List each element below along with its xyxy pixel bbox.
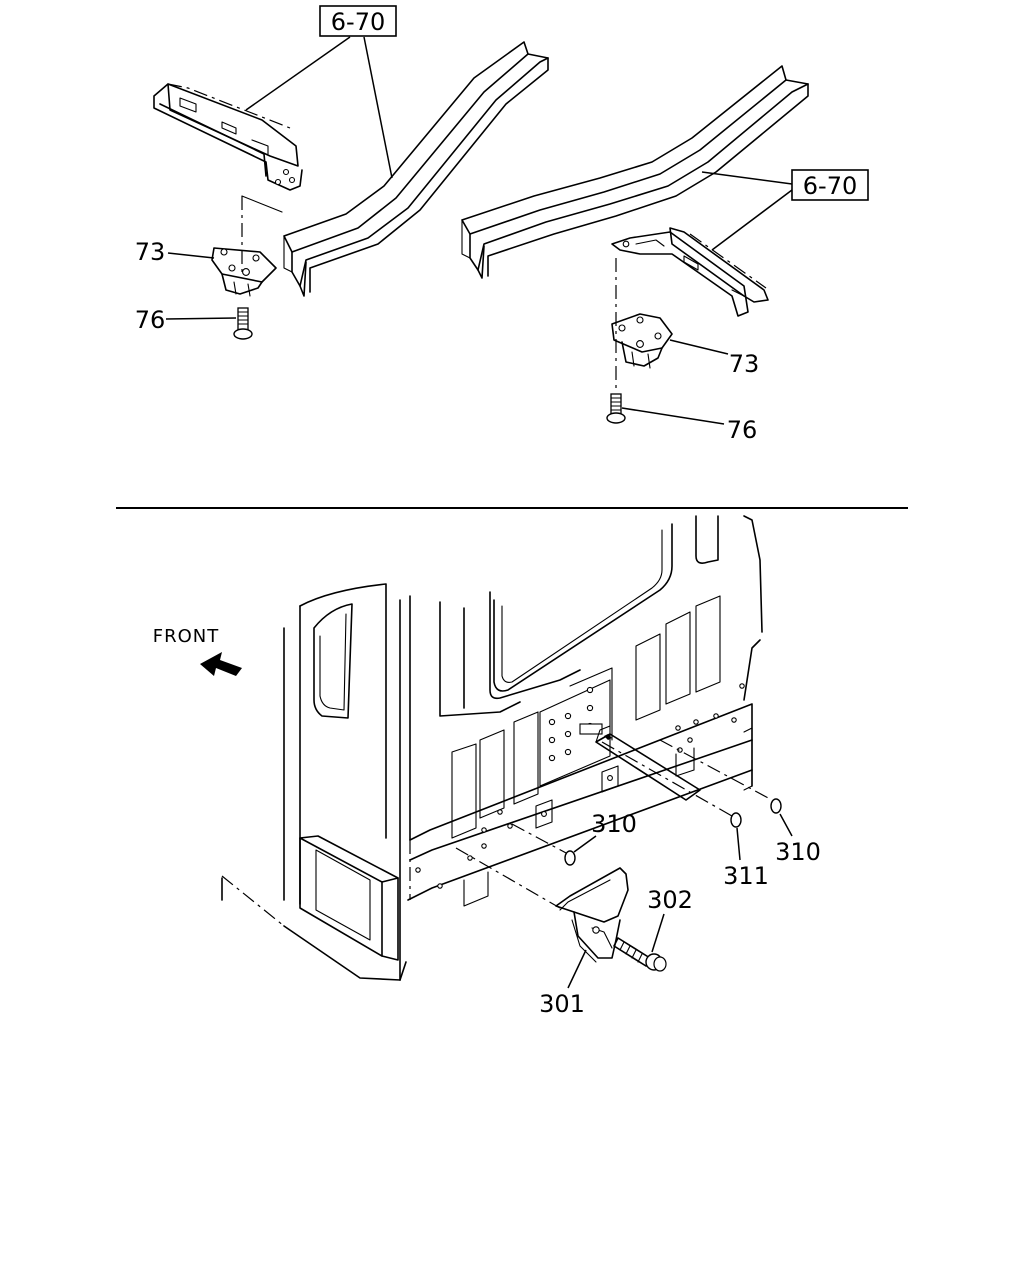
callout-76-left: 76 bbox=[135, 306, 166, 334]
leader-311 bbox=[736, 827, 741, 861]
callout-311: 311 bbox=[723, 862, 769, 890]
front-arrow-icon bbox=[200, 652, 242, 676]
callout-310-left: 310 bbox=[591, 810, 637, 838]
leader-73-left bbox=[167, 252, 215, 259]
front-direction-label: FRONT bbox=[153, 626, 220, 647]
right-bolt-76 bbox=[606, 393, 626, 424]
bottom-section: FRONT bbox=[153, 515, 821, 1018]
seal-311 bbox=[730, 812, 742, 828]
leader-76-right bbox=[621, 407, 725, 425]
callout-73-right: 73 bbox=[729, 350, 760, 378]
leader-310-left bbox=[573, 835, 597, 853]
exploded-line-left-310 bbox=[511, 823, 569, 855]
leader-301 bbox=[567, 949, 587, 989]
exploded-line-bracket bbox=[455, 847, 561, 909]
callout-73-left: 73 bbox=[135, 238, 166, 266]
callout-310-right: 310 bbox=[775, 838, 821, 866]
leader-310-right bbox=[779, 813, 793, 837]
ref-label-top: 6-70 bbox=[331, 8, 385, 36]
ref-label-right: 6-70 bbox=[803, 172, 857, 200]
right-crossmember bbox=[611, 227, 769, 317]
cab-body bbox=[221, 515, 763, 981]
bracket-301 bbox=[555, 867, 629, 963]
ref-leader-to-rail-right bbox=[701, 171, 793, 185]
top-section: 6-70 bbox=[135, 5, 869, 444]
callout-76-right: 76 bbox=[727, 416, 758, 444]
left-bolt-76 bbox=[233, 307, 253, 340]
ref-leader-to-crossmember bbox=[245, 36, 351, 111]
callout-302: 302 bbox=[647, 886, 693, 914]
bolt-302 bbox=[613, 937, 667, 972]
right-bracket-73 bbox=[611, 313, 673, 369]
ref-box-6-70-top: 6-70 bbox=[319, 5, 397, 37]
left-bracket-73 bbox=[211, 247, 277, 297]
ref-leader-to-rail-left bbox=[363, 36, 393, 179]
callout-301: 301 bbox=[539, 990, 585, 1018]
right-frame-rail bbox=[461, 65, 809, 279]
left-tear-line bbox=[241, 195, 283, 213]
exploded-line-311 bbox=[601, 741, 733, 817]
leader-73-right bbox=[669, 339, 729, 355]
left-frame-rail bbox=[283, 41, 549, 297]
seal-310-left bbox=[564, 850, 576, 866]
seal-310-right bbox=[770, 798, 782, 814]
ref-box-6-70-right: 6-70 bbox=[791, 169, 869, 201]
left-crossmember bbox=[153, 83, 303, 191]
ref-leader-to-crossmember-right bbox=[711, 189, 793, 251]
leader-302 bbox=[651, 913, 665, 953]
exploded-line-right-310 bbox=[659, 739, 773, 801]
mount-strap bbox=[595, 725, 701, 801]
leader-76-left bbox=[165, 317, 237, 320]
